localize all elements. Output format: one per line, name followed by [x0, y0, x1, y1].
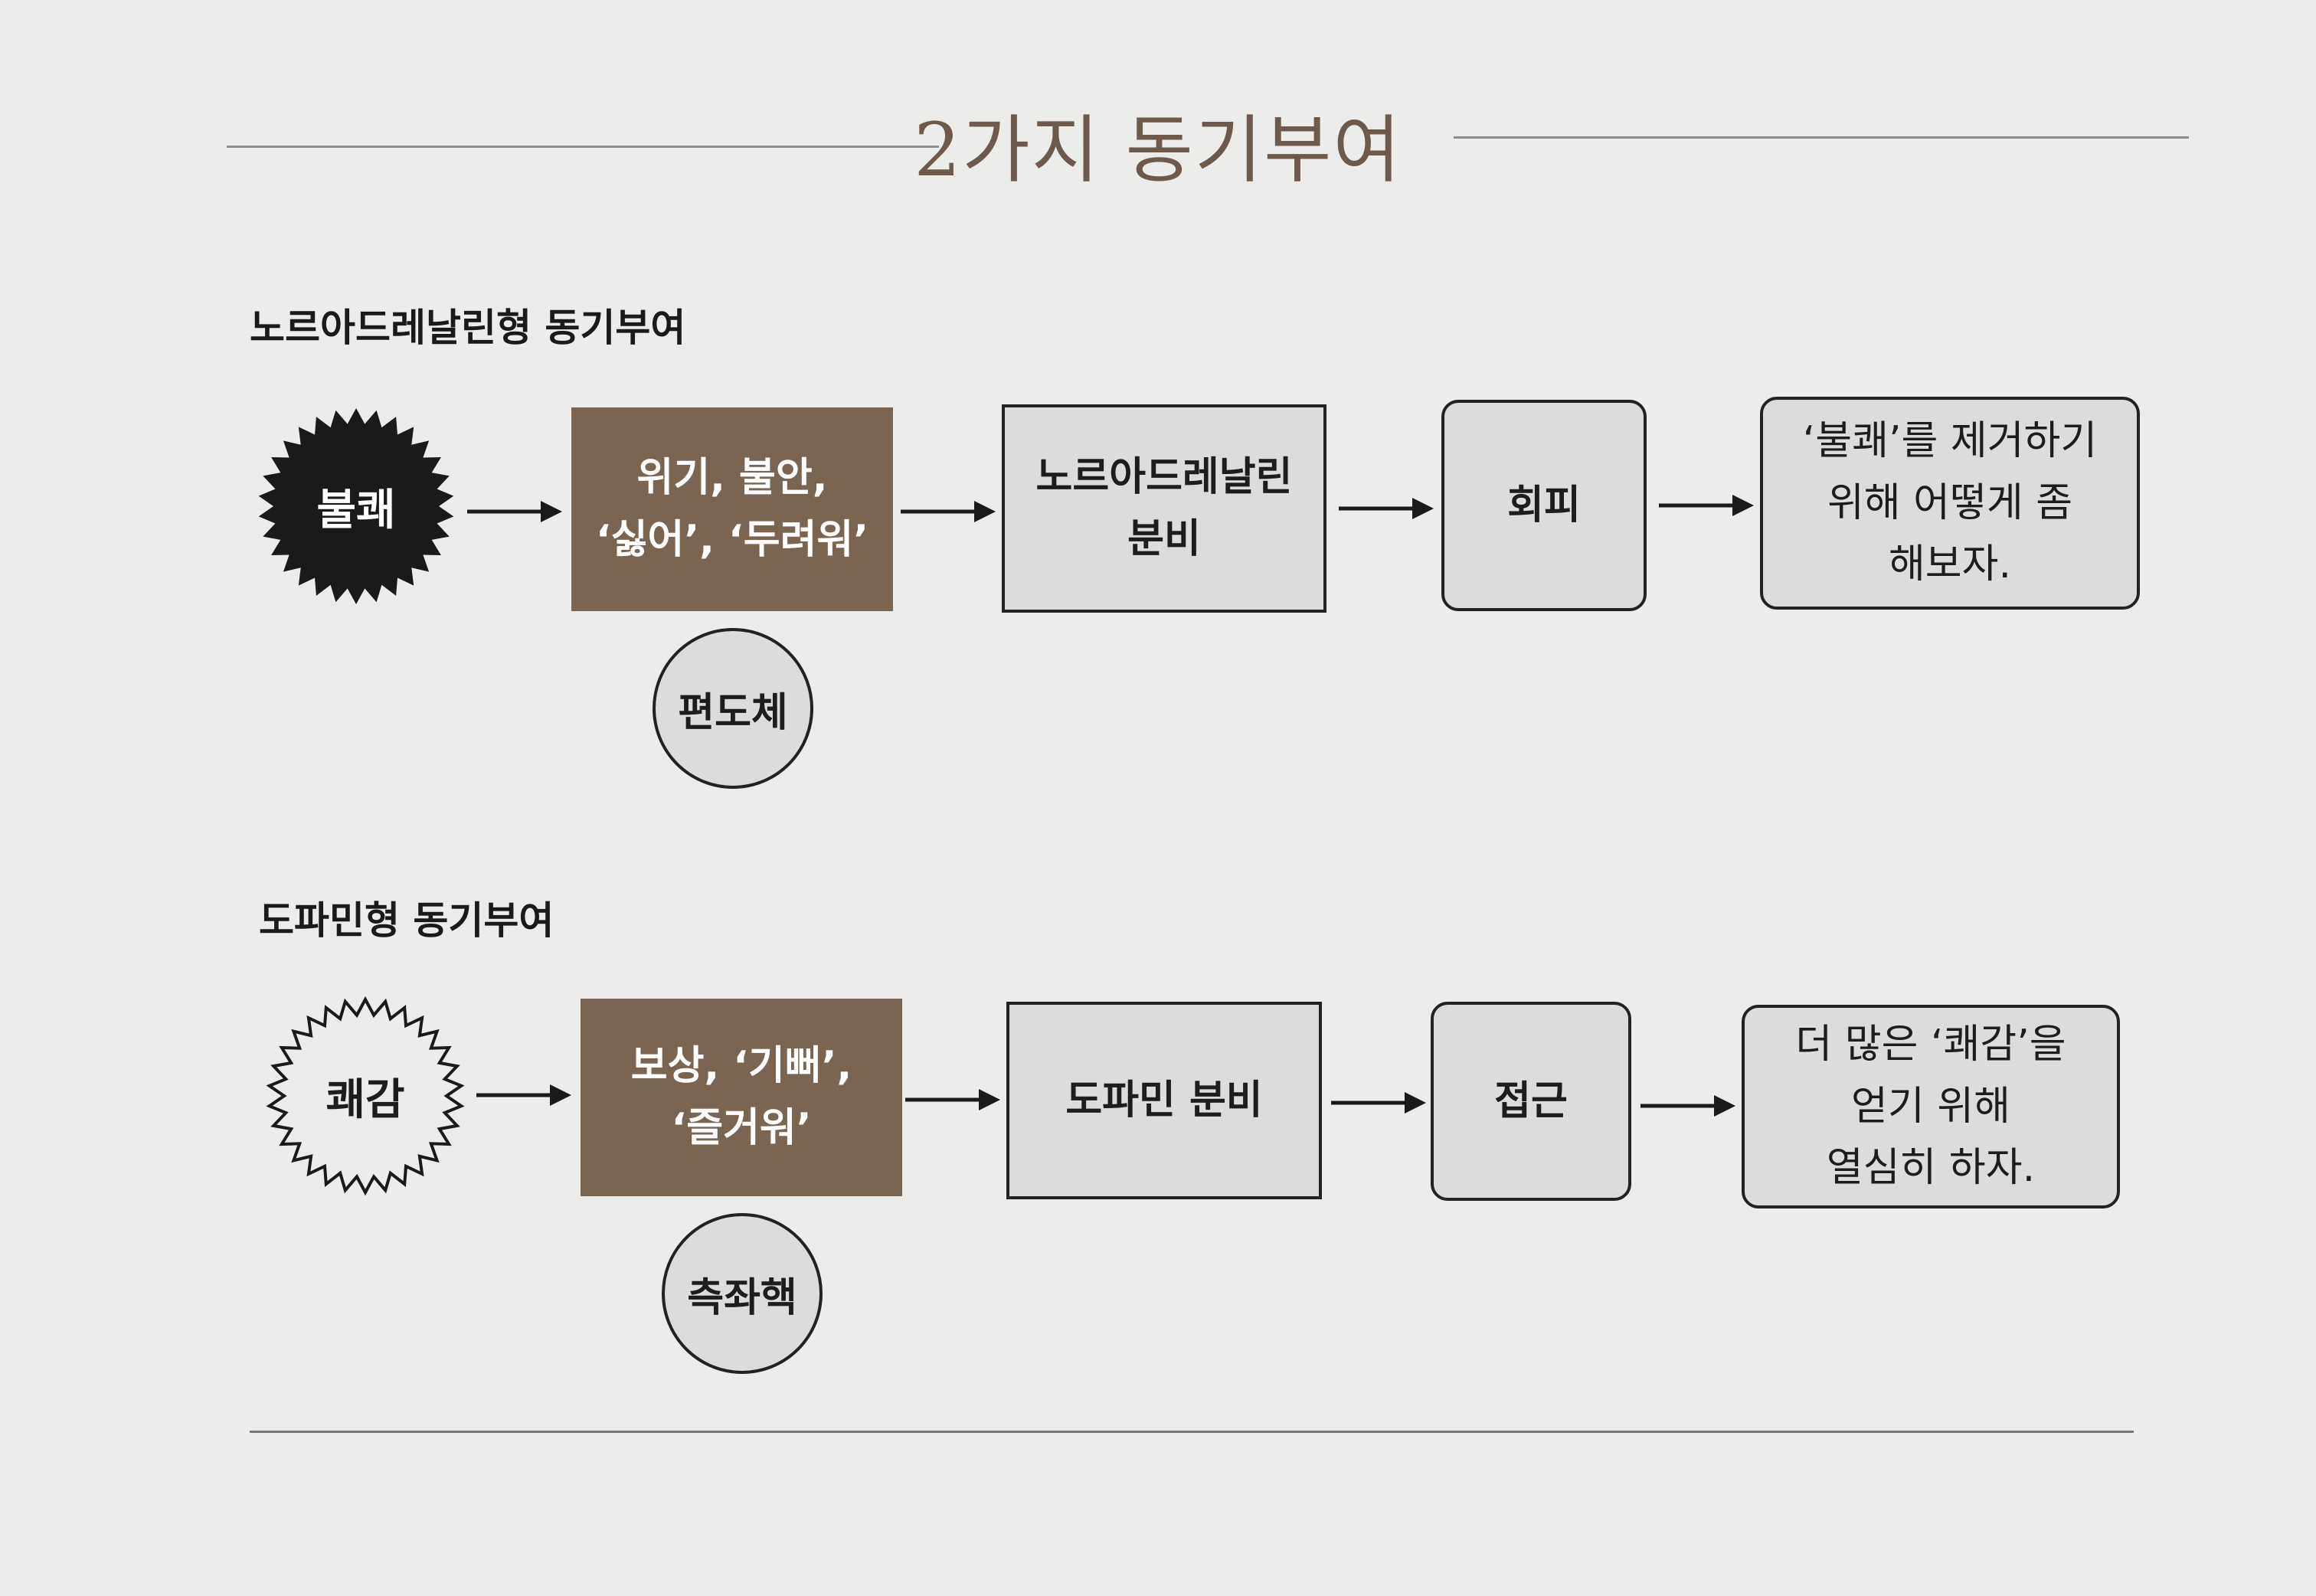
emotion-line: 위기, 불안, — [636, 455, 828, 502]
burst-shape-dark — [258, 408, 454, 604]
trigger-burst-discomfort: 불쾌 — [256, 406, 456, 607]
arrow-1-4 — [1659, 495, 1754, 516]
result-line: ‘불쾌’를 제거하기 — [1802, 418, 2098, 465]
emotion-line: 보상, ‘기뻐’, — [630, 1043, 852, 1090]
burst-shape-outline — [266, 996, 465, 1196]
section-label-noradrenaline: 노르아드레날린형 동기부여 — [250, 306, 686, 350]
emotion-box-dopamine: 보상, ‘기뻐’, ‘즐거워’ — [581, 999, 902, 1196]
burst-polygon-dark — [258, 408, 454, 604]
emotion-box-noradrenaline: 위기, 불안, ‘싫어’, ‘두려워’ — [571, 407, 893, 611]
hormone-box-dopamine: 도파민 분비 — [1006, 1002, 1322, 1199]
hormone-line: 노르아드레날린 — [1035, 454, 1293, 501]
trigger-label-discomfort: 불쾌 — [316, 485, 396, 535]
page-title: 2가지 동기부여 — [914, 107, 1402, 193]
arrow-2-1 — [476, 1084, 571, 1106]
arrow-2-3 — [1331, 1092, 1426, 1114]
title-rule-right — [1454, 136, 2189, 139]
brain-region-nucleus-accumbens: 측좌핵 — [662, 1213, 823, 1374]
arrow-1-2 — [901, 501, 996, 522]
emotion-line: ‘즐거워’ — [671, 1105, 812, 1151]
result-line: 위해 어떻게 좀 — [1827, 479, 2073, 526]
result-line: 열심히 하자. — [1826, 1145, 2036, 1192]
hormone-line: 도파민 분비 — [1065, 1077, 1263, 1123]
arrow-1-1 — [467, 501, 562, 522]
trigger-label-pleasure: 쾌감 — [325, 1074, 405, 1125]
result-line: 해보자. — [1888, 541, 2012, 588]
bottom-rule — [250, 1431, 2134, 1433]
hormone-box-noradrenaline: 노르아드레날린 분비 — [1002, 404, 1326, 613]
trigger-burst-pleasure: 쾌감 — [265, 996, 466, 1196]
result-box-dopamine: 더 많은 ‘쾌감’을 얻기 위해 열심히 하자. — [1742, 1005, 2120, 1208]
result-line: 더 많은 ‘쾌감’을 — [1795, 1022, 2066, 1068]
result-box-noradrenaline: ‘불쾌’를 제거하기 위해 어떻게 좀 해보자. — [1760, 397, 2140, 610]
arrow-2-2 — [905, 1089, 1000, 1110]
action-box-avoid: 회피 — [1441, 400, 1647, 611]
arrow-2-4 — [1641, 1095, 1735, 1117]
emotion-line: ‘싫어’, ‘두려워’ — [595, 517, 869, 563]
result-line: 얻기 위해 — [1851, 1083, 2010, 1130]
action-box-approach: 접근 — [1431, 1002, 1631, 1201]
title-rule-left — [227, 146, 939, 148]
hormone-line: 분비 — [1127, 516, 1201, 562]
arrow-1-3 — [1339, 498, 1434, 519]
burst-polygon-outline — [266, 996, 465, 1196]
section-label-dopamine: 도파민형 동기부여 — [259, 898, 554, 943]
brain-region-amygdala: 편도체 — [653, 628, 813, 789]
